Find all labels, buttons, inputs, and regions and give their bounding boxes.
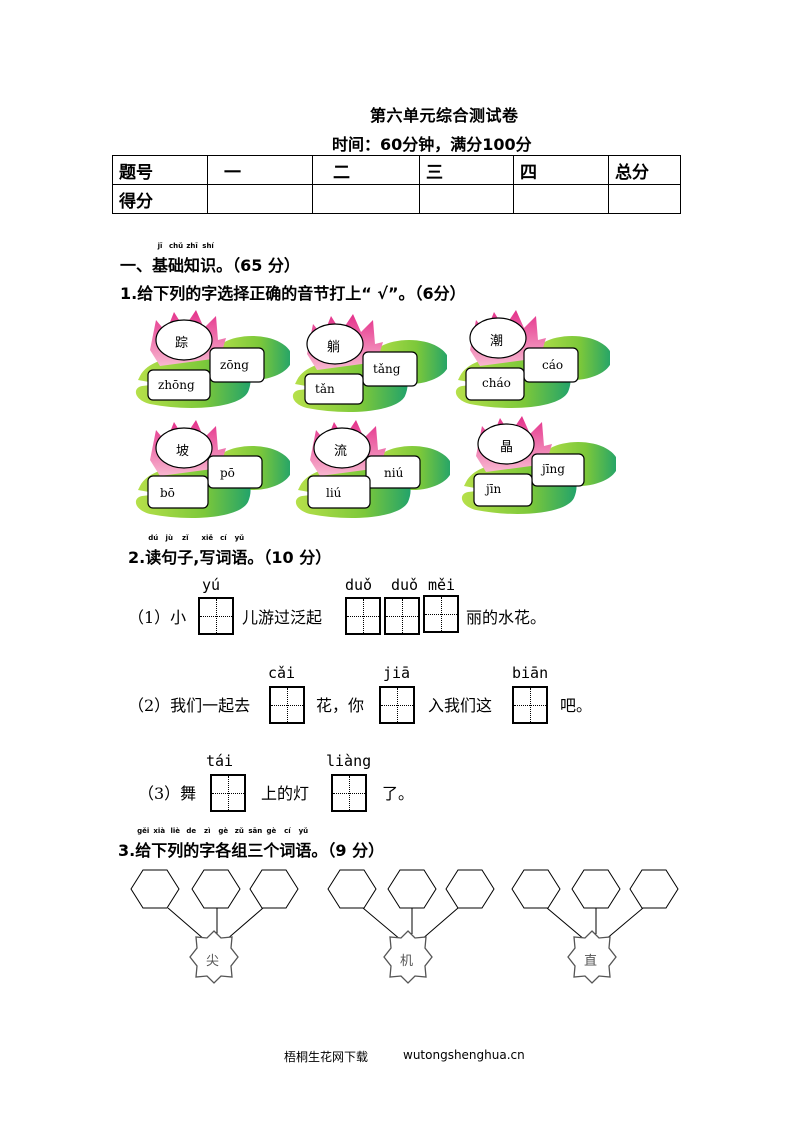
- q1-title: 1.给下列的字选择正确的音节打上“ √”。（6分）: [120, 284, 466, 303]
- sentence-text: 入我们这: [428, 696, 493, 715]
- answer-hexagon[interactable]: [192, 870, 240, 908]
- word-group-3: [511, 869, 679, 984]
- writing-box[interactable]: [269, 686, 305, 724]
- lotus-icon: [461, 416, 616, 514]
- pinyin-option[interactable]: zōng: [220, 358, 249, 372]
- writing-box[interactable]: [198, 597, 234, 635]
- sentence-label: （1）小: [128, 608, 187, 627]
- cell-score-total[interactable]: [608, 184, 681, 214]
- cell-score-q1[interactable]: [207, 184, 313, 214]
- answer-hexagon[interactable]: [328, 870, 376, 908]
- pinyin-hint: duǒ: [345, 576, 373, 594]
- pinyin-option[interactable]: tǎn: [315, 382, 335, 396]
- target-char: 躺: [327, 340, 341, 355]
- pinyin-hint: liàng: [326, 752, 372, 770]
- pinyin-option[interactable]: jīn: [486, 482, 502, 496]
- heading-text: 一、: [120, 256, 153, 275]
- score-table-score-row: 得分: [112, 184, 681, 214]
- lotus-item-4: 坡 pō bō: [130, 418, 290, 518]
- writing-box[interactable]: [423, 595, 459, 633]
- cell-q4: 四: [513, 155, 609, 185]
- footer-site-name: 梧桐生花网下载: [284, 1050, 369, 1064]
- writing-box[interactable]: [331, 774, 367, 812]
- answer-hexagon[interactable]: [630, 870, 678, 908]
- answer-hexagon[interactable]: [446, 870, 494, 908]
- target-char: 晶: [500, 440, 514, 455]
- sentence-text: 丽的水花。: [466, 608, 547, 627]
- pinyin-option[interactable]: bō: [160, 486, 175, 500]
- writing-box[interactable]: [384, 597, 420, 635]
- pinyin-hint: jiā: [383, 664, 411, 682]
- writing-box[interactable]: [379, 686, 415, 724]
- pinyin-option[interactable]: cáo: [542, 358, 564, 372]
- target-char: 坡: [176, 444, 190, 459]
- pinyin-option[interactable]: zhōng: [158, 378, 195, 392]
- lotus-item-1: 踪 zōng zhōng: [130, 308, 290, 408]
- pinyin-option[interactable]: pō: [220, 466, 235, 480]
- target-char: 踪: [175, 336, 189, 351]
- group-char: 尖: [206, 954, 220, 969]
- answer-hexagon[interactable]: [388, 870, 436, 908]
- pinyin-option[interactable]: cháo: [482, 376, 511, 390]
- writing-box[interactable]: [345, 597, 381, 635]
- sentence-label: （2）我们一起去: [128, 696, 251, 715]
- cell-total: 总分: [608, 155, 681, 185]
- pinyin-hint: měi: [428, 576, 456, 594]
- sentence-text: 上的灯: [261, 784, 310, 803]
- score-table: 题号 一 二 三 四 总分 得分: [112, 155, 681, 214]
- group-char: 直: [584, 954, 598, 969]
- pinyin-option[interactable]: liú: [326, 486, 342, 500]
- pinyin-option[interactable]: jīng: [542, 462, 565, 476]
- cell-score-q2[interactable]: [312, 184, 420, 214]
- lotus-item-2: 躺 tǎng tǎn: [287, 312, 447, 412]
- pinyin-hint: biān: [512, 664, 549, 682]
- pinyin-option[interactable]: niú: [384, 466, 404, 480]
- lotus-item-3: 潮 cáo cháo: [450, 308, 610, 408]
- target-char: 流: [334, 444, 348, 459]
- sentence-text: 吧。: [560, 696, 593, 715]
- pinyin-hint: yú: [202, 576, 221, 594]
- sentence-label: （3）舞: [138, 784, 197, 803]
- word-group-2: [327, 869, 495, 984]
- lotus-icon: [295, 420, 450, 518]
- target-char: 潮: [490, 334, 504, 349]
- word-group-1: [130, 869, 299, 984]
- footer-url[interactable]: wutongshenghua.cn: [403, 1048, 525, 1062]
- lotus-icon: [135, 310, 290, 408]
- lotus-item-6: 晶 jīng jīn: [456, 414, 616, 514]
- writing-box[interactable]: [210, 774, 246, 812]
- score-table-header-row: 题号 一 二 三 四 总分: [112, 155, 681, 185]
- pinyin-hint: cǎi: [268, 664, 296, 682]
- cell-score-q3[interactable]: [419, 184, 514, 214]
- cell-label: 题号: [112, 155, 208, 185]
- writing-box[interactable]: [512, 686, 548, 724]
- pinyin-hint: tái: [206, 752, 234, 770]
- lotus-icon: [135, 420, 290, 518]
- sentence-text: 花，你: [316, 696, 365, 715]
- lotus-icon: [455, 310, 610, 408]
- cell-score-label: 得分: [112, 184, 208, 214]
- answer-hexagon[interactable]: [512, 870, 560, 908]
- cell-score-q4[interactable]: [513, 184, 609, 214]
- lotus-icon: [292, 314, 447, 412]
- group-char: 机: [400, 954, 414, 969]
- sentence-text: 了。: [382, 784, 415, 803]
- answer-hexagon[interactable]: [572, 870, 620, 908]
- pinyin-option[interactable]: tǎng: [373, 362, 401, 376]
- pinyin-hint: duǒ: [391, 576, 419, 594]
- page-title: 第六单元综合测试卷: [370, 106, 519, 125]
- answer-hexagon[interactable]: [131, 870, 179, 908]
- lotus-item-5: 流 niú liú: [290, 418, 450, 518]
- answer-hexagon[interactable]: [250, 870, 298, 908]
- sentence-text: 儿游过泛起: [242, 608, 323, 627]
- page-subtitle: 时间：60分钟，满分100分: [332, 135, 532, 154]
